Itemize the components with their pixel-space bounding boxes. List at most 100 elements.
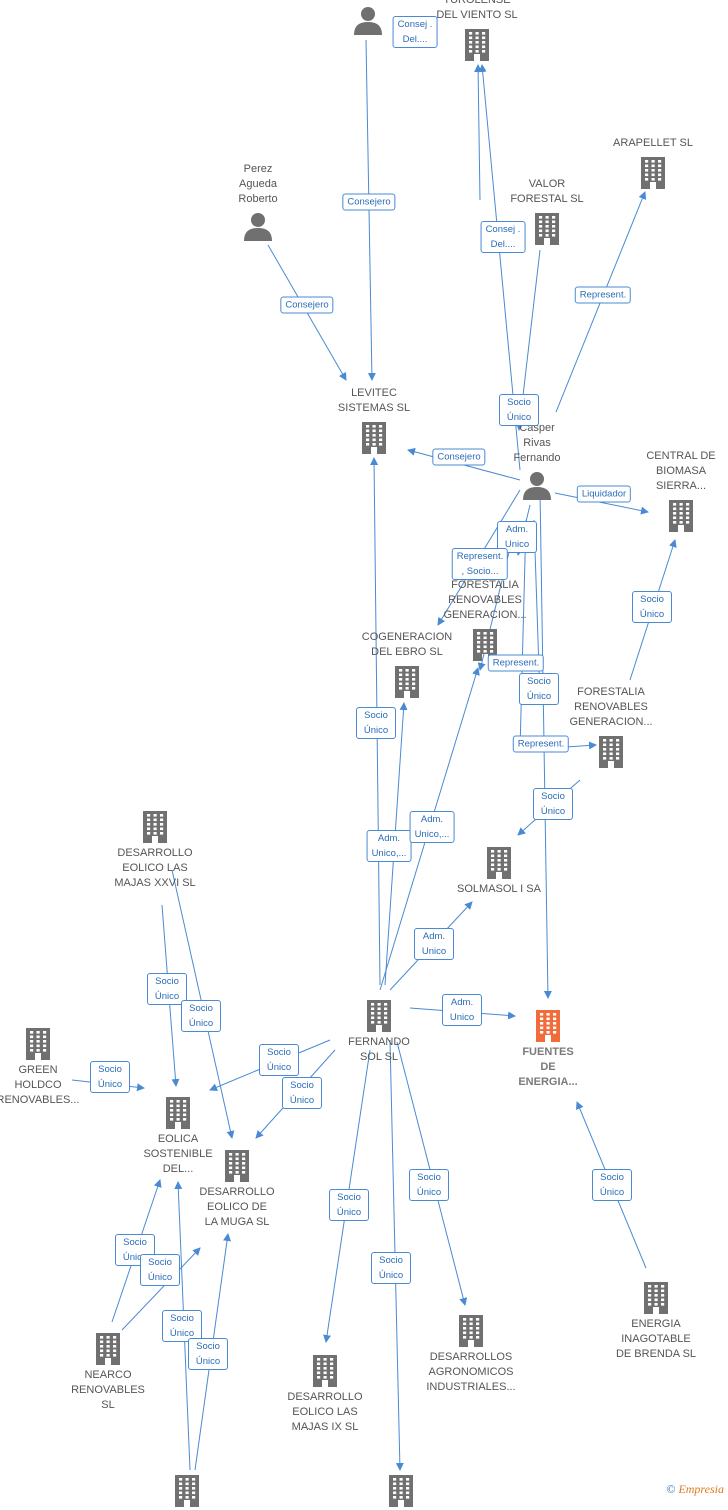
node-agronomicos[interactable]: DESARROLLOS AGRONOMICOS INDUSTRIALES... [396, 1313, 546, 1395]
edge-label[interactable]: Socio Único [188, 1338, 228, 1370]
edge-label[interactable]: Consej . Del.... [480, 221, 526, 253]
edge-label[interactable]: Consejero [342, 193, 396, 211]
edge-label[interactable]: Socio Único [409, 1169, 449, 1201]
edge-label[interactable]: Socio Único [147, 973, 187, 1005]
building-icon [669, 500, 693, 532]
node-label: SOLMASOL I SA [457, 883, 541, 895]
edge-label[interactable]: Socio Único [371, 1252, 411, 1284]
edge-label[interactable]: Consej . Del.... [392, 16, 438, 48]
node-label: FUENTES DE ENERGIA... [518, 1046, 578, 1088]
edge-label[interactable]: Represent. [574, 286, 632, 304]
building-icon [459, 1315, 483, 1347]
node-label: DESARROLLO EOLICO LAS MAJAS IX SL [287, 1391, 363, 1433]
footer-brand: © Empresia [666, 1482, 724, 1497]
node-label: TUROLENSE DEL VIENTO SL [436, 0, 518, 21]
node-forestalia2[interactable]: FORESTALIA RENOVABLES GENERACION... [536, 685, 686, 768]
building-icon [395, 666, 419, 698]
node-fernando[interactable]: FERNANDO SOL SL [304, 998, 454, 1065]
building-icon [362, 422, 386, 454]
building-icon [641, 157, 665, 189]
edge-label[interactable]: Socio Único [162, 1310, 202, 1342]
node-turolense[interactable]: TUROLENSE DEL VIENTO SL [402, 0, 552, 61]
node-cogeneracion[interactable]: COGENERACION DEL EBRO SL [332, 630, 482, 698]
building-icon [175, 1475, 199, 1507]
node-majas-ix[interactable]: DESARROLLO EOLICO LAS MAJAS IX SL [250, 1353, 400, 1435]
edge-label[interactable]: Socio Único [356, 707, 396, 739]
person-icon [244, 213, 272, 241]
edge-label[interactable]: Socio Único [282, 1077, 322, 1109]
node-p-top[interactable] [293, 5, 443, 38]
node-label: GREEN HOLDCO RENOVABLES... [0, 1064, 80, 1106]
edge-label[interactable]: Socio Único [519, 673, 559, 705]
person-icon [354, 7, 382, 35]
building-icon [487, 847, 511, 879]
node-casper[interactable]: Casper Rivas Fernando [462, 421, 612, 500]
edge-label[interactable]: Consejero [280, 296, 334, 314]
node-label: COGENERACION DEL EBRO SL [361, 631, 453, 658]
node-arapellet[interactable]: ARAPELLET SL [578, 136, 728, 189]
edge-line [554, 492, 649, 515]
node-label: Perez Agueda Roberto [238, 163, 278, 205]
edge-label[interactable]: Adm. Unico [497, 521, 537, 553]
building-icon [225, 1150, 249, 1182]
building-icon [644, 1282, 668, 1314]
edge-label[interactable]: Represent. [512, 735, 570, 753]
edge-label[interactable]: Socio Único [329, 1189, 369, 1221]
edge-label[interactable]: Socio Único [181, 1000, 221, 1032]
node-central[interactable]: CENTRAL DE BIOMASA SIERRA... [606, 449, 728, 532]
edge-label[interactable]: Consejero [432, 448, 486, 466]
building-icon [313, 1355, 337, 1387]
node-label: DESARROLLOS AGRONOMICOS INDUSTRIALES... [426, 1351, 516, 1393]
node-valor[interactable]: VALOR FORESTAL SL [472, 177, 622, 245]
edge-label[interactable]: Represent. [487, 654, 545, 672]
building-icon [96, 1333, 120, 1365]
edge-label[interactable]: Adm. Unico,... [366, 830, 412, 862]
edge-label[interactable]: Represent. , Socio... [451, 548, 509, 580]
node-eolica[interactable]: EOLICA SOSTENIBLE DEL... [103, 1095, 253, 1177]
node-label: ENERGIA INAGOTABLE DE BRENDA SL [615, 1318, 697, 1360]
edge-label[interactable]: Liquidador [576, 485, 632, 503]
building-icon [536, 1010, 560, 1042]
node-perez[interactable]: Perez Agueda Roberto [183, 162, 333, 241]
node-levitec[interactable]: LEVITEC SISTEMAS SL [299, 386, 449, 454]
node-label: LEVITEC SISTEMAS SL [337, 387, 411, 414]
node-forestalia1[interactable]: FORESTALIA RENOVABLES GENERACION... [410, 578, 560, 661]
edge-line [474, 64, 483, 201]
node-muga[interactable]: DESARROLLO EOLICO DE LA MUGA SL [162, 1148, 312, 1230]
node-bottom-mid[interactable] [326, 1473, 476, 1510]
node-label: FORESTALIA RENOVABLES GENERACION... [569, 686, 653, 728]
edge-label[interactable]: Socio Único [259, 1044, 299, 1076]
building-icon [389, 1475, 413, 1507]
node-label: VALOR FORESTAL SL [510, 178, 584, 205]
node-label: FERNANDO SOL SL [348, 1036, 410, 1063]
building-icon [166, 1097, 190, 1129]
edge-label[interactable]: Adm. Unico [442, 994, 482, 1026]
node-label: Casper Rivas Fernando [513, 422, 561, 464]
edge-label[interactable]: Socio Único [533, 788, 573, 820]
node-label: CENTRAL DE BIOMASA SIERRA... [646, 450, 716, 492]
node-brenda[interactable]: ENERGIA INAGOTABLE DE BRENDA SL [581, 1280, 728, 1362]
edge-label[interactable]: Socio Único [592, 1169, 632, 1201]
node-label: NEARCO RENOVABLES SL [71, 1369, 145, 1411]
edge-label[interactable]: Adm. Unico,... [409, 811, 455, 843]
node-solmasol[interactable]: SOLMASOL I SA [424, 845, 574, 897]
node-desarrollo-xxvi[interactable]: DESARROLLO EOLICO LAS MAJAS XXVI SL [80, 809, 230, 891]
edge-label[interactable]: Socio Único [499, 394, 539, 426]
building-icon [473, 629, 497, 661]
edge-label[interactable]: Socio Único [140, 1254, 180, 1286]
building-icon [143, 811, 167, 843]
node-label: FORESTALIA RENOVABLES GENERACION... [443, 579, 527, 621]
edge-label[interactable]: Socio Único [632, 591, 672, 623]
node-label: DESARROLLO EOLICO DE LA MUGA SL [199, 1186, 275, 1228]
node-fuentes[interactable]: FUENTES DE ENERGIA... [473, 1008, 623, 1090]
node-bottom-left[interactable] [112, 1473, 262, 1510]
edge-label[interactable]: Socio Único [90, 1061, 130, 1093]
edge-label[interactable]: Socio Único [115, 1234, 155, 1266]
node-nearco[interactable]: NEARCO RENOVABLES SL [33, 1331, 183, 1413]
node-green[interactable]: GREEN HOLDCO RENOVABLES... [0, 1026, 113, 1108]
person-icon [523, 472, 551, 500]
edge-label[interactable]: Adm. Unico [414, 928, 454, 960]
building-icon [599, 736, 623, 768]
building-icon [465, 29, 489, 61]
